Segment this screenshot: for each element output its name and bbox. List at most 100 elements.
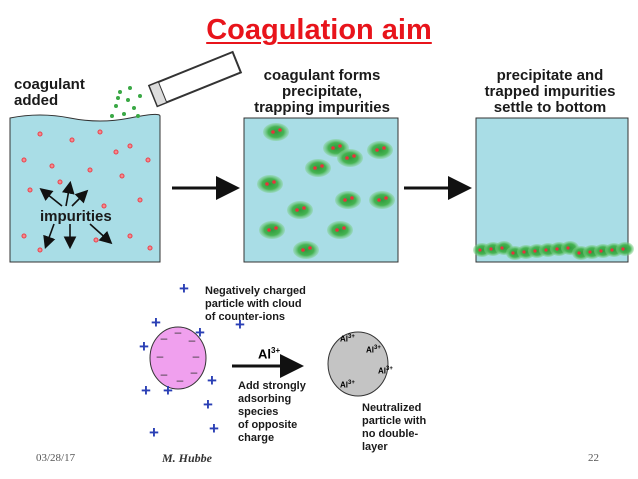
ion-charge: 3+ xyxy=(271,346,281,355)
coagulant-granule xyxy=(138,94,142,98)
trapped-impurity xyxy=(345,156,349,160)
counter-ion-plus: + xyxy=(149,423,159,442)
precipitate-floc xyxy=(327,221,353,239)
coagulant-granule xyxy=(118,90,122,94)
counter-ion-signs: +++++++++++–––––––– xyxy=(139,279,245,442)
trapped-impurity xyxy=(320,164,324,168)
impurity-dot xyxy=(119,173,125,179)
impurity-dot xyxy=(113,149,119,155)
caption-line: precipitate and xyxy=(496,67,604,84)
trapped-impurity xyxy=(489,247,493,251)
adsorbed-ion-label: Al3+ xyxy=(366,345,381,355)
impurity-dot xyxy=(137,197,143,203)
trapped-impurity xyxy=(338,144,342,148)
impurity-dot xyxy=(127,233,133,239)
caption-line: precipitate, xyxy=(281,83,363,100)
coagulant-granule xyxy=(128,86,132,90)
precipitate-floc xyxy=(337,149,363,167)
trapped-impurity xyxy=(522,250,526,254)
impurity-dot xyxy=(27,187,33,193)
trapped-impurity xyxy=(377,198,381,202)
counter-ion-plus: + xyxy=(151,313,161,332)
caption-line: of opposite xyxy=(238,419,298,431)
precipitate-floc xyxy=(305,159,331,177)
ion-label-main: Al3+ xyxy=(258,346,280,361)
caption-settle: precipitate and trapped impurities settl… xyxy=(460,68,638,116)
slide-title: Coagulation aim xyxy=(0,14,638,47)
counter-ion-plus: + xyxy=(179,279,189,298)
beaker-3 xyxy=(475,117,629,263)
ion-symbol: Al xyxy=(258,346,271,362)
trapped-impurity xyxy=(308,246,312,250)
trapped-impurity xyxy=(478,248,482,252)
trapped-impurity xyxy=(544,248,548,252)
trapped-impurity xyxy=(274,226,278,230)
precipitate-floc xyxy=(335,191,361,209)
surface-minus: – xyxy=(157,349,164,363)
impurity-dot xyxy=(145,157,151,163)
impurity-dot xyxy=(21,157,27,163)
trapped-impurity xyxy=(343,198,347,202)
caption-line: settle to bottom xyxy=(493,99,607,116)
precipitate-floc xyxy=(287,201,313,219)
caption-line: trapping impurities xyxy=(254,99,390,116)
coagulant-granule xyxy=(114,104,118,108)
surface-minus: – xyxy=(175,325,182,339)
trapped-impurity xyxy=(350,196,354,200)
surface-minus: – xyxy=(161,367,168,381)
trapped-impurity xyxy=(566,246,570,250)
coagulant-granule xyxy=(110,114,114,118)
charged-particle xyxy=(149,326,207,390)
caption-line: Negatively charged xyxy=(205,285,306,297)
trapped-impurity xyxy=(302,206,306,210)
precipitate-floc xyxy=(367,141,393,159)
precipitate-floc xyxy=(263,123,289,141)
impurity-dot xyxy=(147,245,153,251)
trapped-impurity xyxy=(272,180,276,184)
coagulant-granule xyxy=(136,114,140,118)
impurity-dot xyxy=(37,247,43,253)
trapped-impurity xyxy=(599,249,603,253)
coagulant-granules xyxy=(110,86,142,118)
coagulant-container xyxy=(147,50,243,108)
trapped-impurity xyxy=(335,228,339,232)
trapped-impurity xyxy=(511,251,515,255)
coagulant-granule xyxy=(132,106,136,110)
precipitate-floc xyxy=(293,241,319,259)
counter-ion-plus: + xyxy=(203,395,213,414)
caption-line: layer xyxy=(362,441,388,453)
surface-minus: – xyxy=(177,373,184,387)
caption-line: no double- xyxy=(362,428,419,440)
settled-floc xyxy=(616,242,634,256)
trapped-impurity xyxy=(265,182,269,186)
surface-minus: – xyxy=(193,349,200,363)
impurity-dot xyxy=(57,179,63,185)
precipitate-floc xyxy=(259,221,285,239)
trapped-impurity xyxy=(313,166,317,170)
caption-line: particle with xyxy=(362,415,427,427)
surface-minus: – xyxy=(161,331,168,345)
slide-title-text: Coagulation aim xyxy=(206,14,432,46)
action-caption: Add strongly adsorbing species of opposi… xyxy=(238,380,306,445)
caption-line: species xyxy=(238,406,279,418)
adsorbed-ion-label: Al3+ xyxy=(340,380,355,390)
trapped-impurity xyxy=(384,196,388,200)
counter-ion-plus: + xyxy=(139,337,149,356)
precipitate-floc xyxy=(369,191,395,209)
trapped-impurity xyxy=(278,128,282,132)
trapped-impurity xyxy=(375,148,379,152)
impurity-dot xyxy=(87,167,93,173)
caption-line: particle with cloud xyxy=(205,298,302,310)
caption-line: added xyxy=(14,92,59,109)
impurities-label: impurities xyxy=(40,208,112,225)
caption-line: charge xyxy=(238,432,275,444)
impurity-dot xyxy=(37,131,43,137)
impurity-arrows xyxy=(39,180,113,250)
beaker-1 xyxy=(9,113,161,263)
counter-ion-plus: + xyxy=(163,381,173,400)
charged-particle-caption: Negatively charged particle with cloud o… xyxy=(205,285,306,324)
impurity-dot xyxy=(101,203,107,209)
impurity-dot xyxy=(69,137,75,143)
coagulant-granule xyxy=(116,96,120,100)
counter-ion-plus: + xyxy=(209,419,219,438)
